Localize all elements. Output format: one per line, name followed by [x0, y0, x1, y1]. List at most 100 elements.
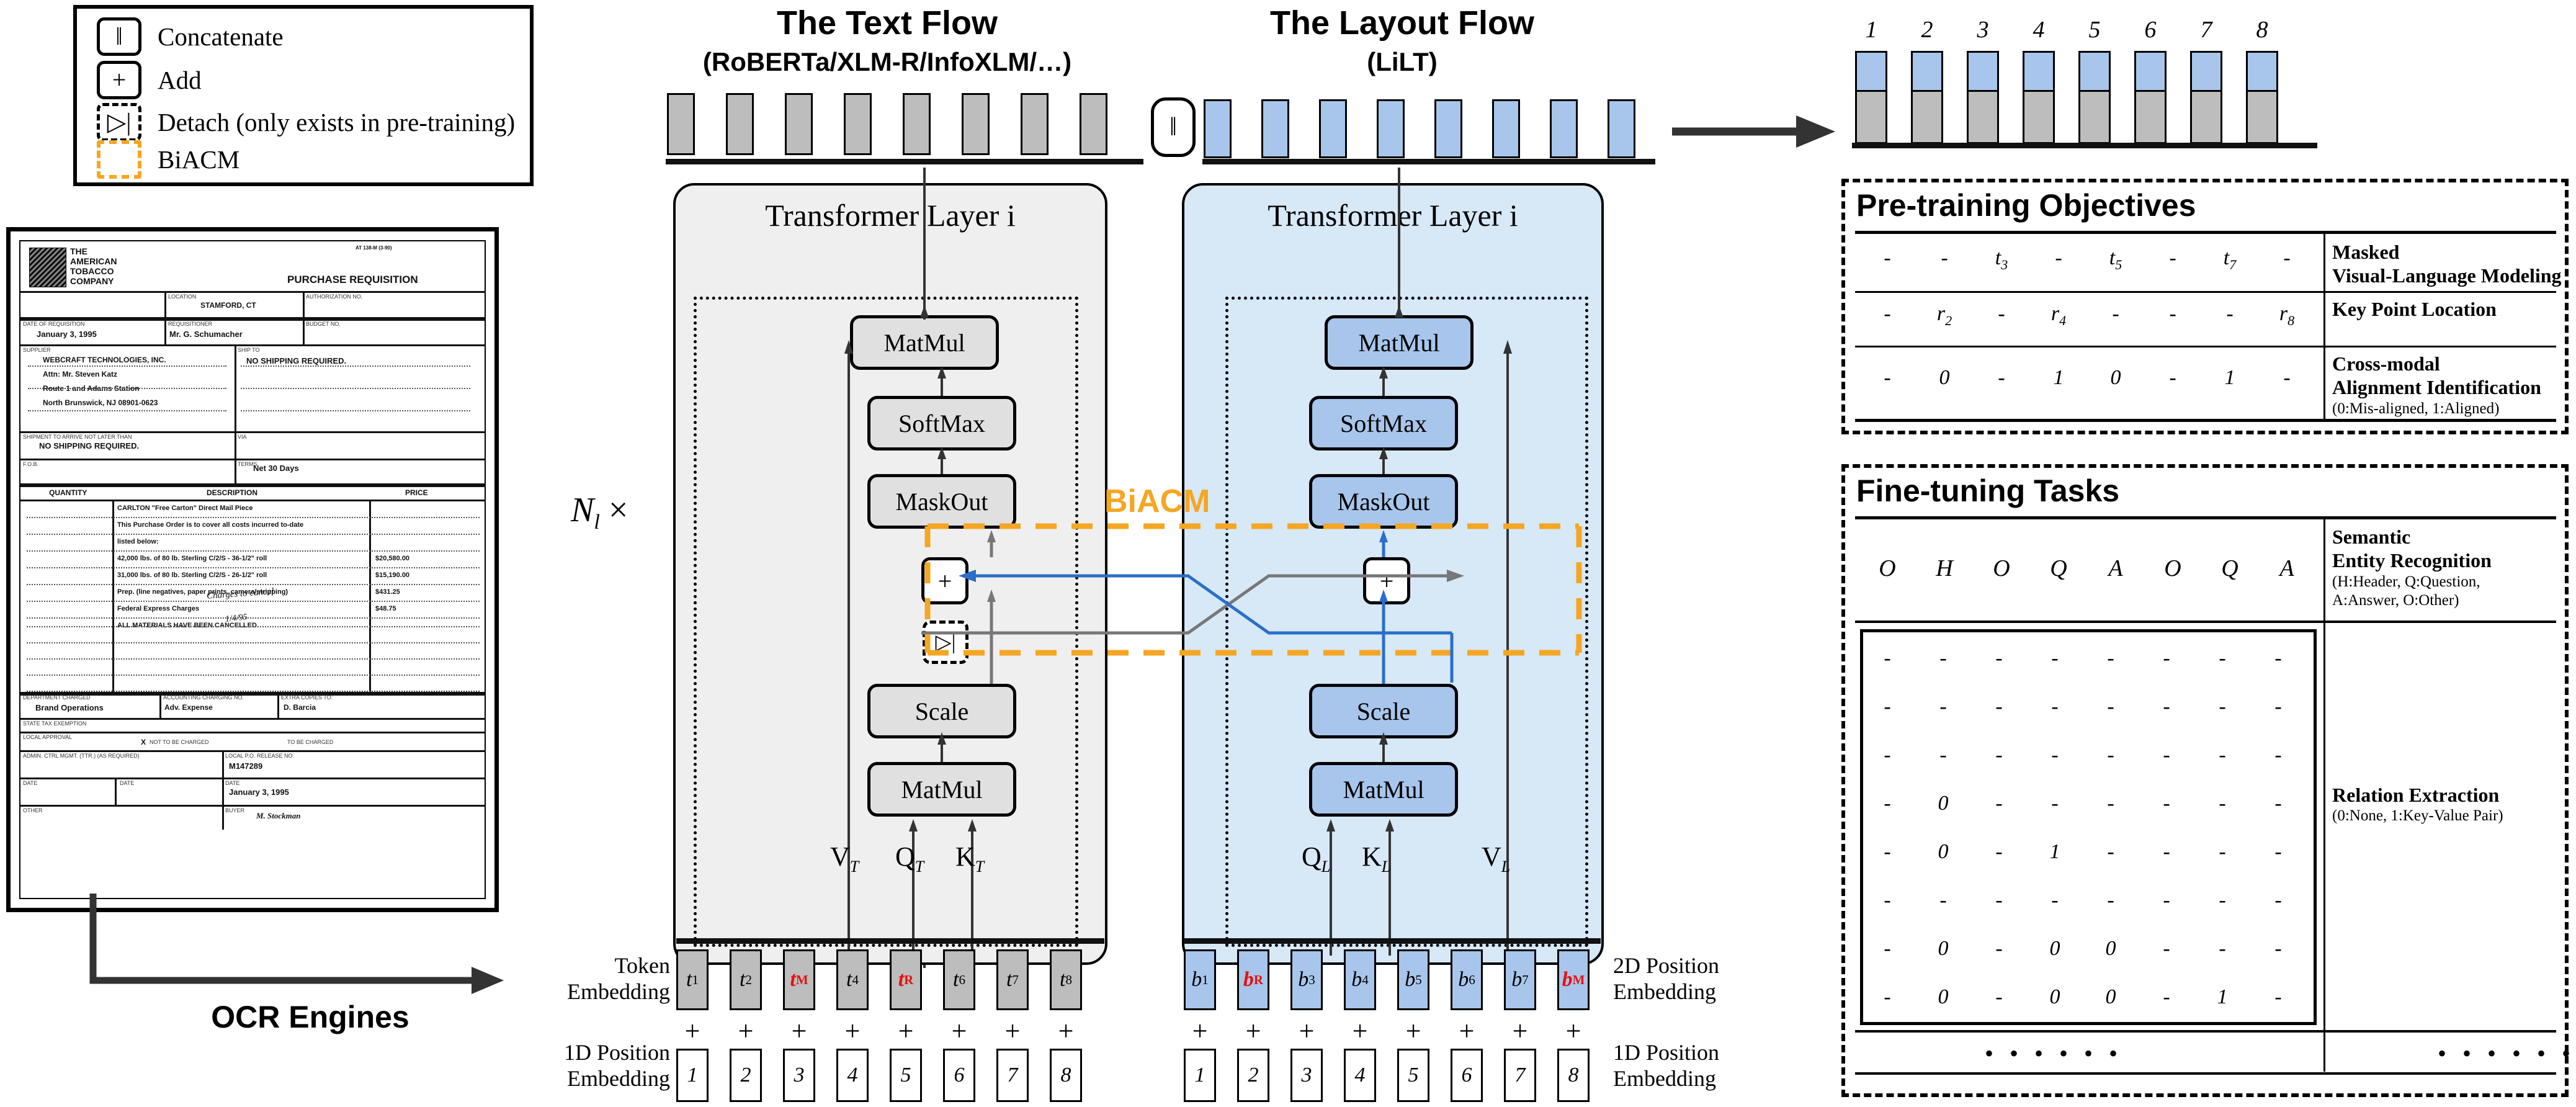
pretraining-cell: r8: [2279, 302, 2295, 328]
doc-dotted-rule: [27, 675, 480, 676]
doc-dotted-rule: [28, 388, 226, 389]
pretraining-cell: t3: [1995, 246, 2008, 272]
legend-row-0: ‖Concatenate: [97, 17, 284, 56]
pretraining-cell: -: [1884, 366, 1891, 389]
layout-layer-title: Transformer Layer i: [1268, 198, 1518, 233]
doc-line-item-desc: listed below:: [117, 538, 159, 545]
doc-dotted-rule: [27, 658, 480, 660]
doc-field-label: LOCAL APPROVAL: [23, 734, 73, 740]
output-bar-blue-segment: [1913, 53, 1941, 92]
layout-flow-connectors: [1326, 168, 1512, 968]
text-plus-glyph: +: [898, 1016, 914, 1046]
doc-line-item-price: $431.25: [375, 588, 400, 596]
doc-line-item-desc: ALL MATERIALS HAVE BEEN CANCELLED.: [117, 622, 259, 629]
doc-company-line: TOBACCO: [70, 266, 114, 276]
finetuning-ellipsis: • • • • • •: [2437, 1039, 2576, 1067]
pretraining-row-rule: [1855, 291, 2556, 293]
layout-plus-glyph: +: [1512, 1016, 1528, 1046]
layout-flow-subtitle: (LiLT): [1367, 47, 1438, 76]
layout-input-k: KL: [1362, 841, 1391, 876]
doc-field-label: TO BE CHARGED: [287, 739, 334, 745]
text-flow-output-token: [667, 93, 695, 155]
doc-rule: [20, 459, 486, 460]
flow-to-output-arrow: [1672, 115, 1835, 148]
pretraining-cell: -: [2283, 246, 2291, 269]
2d-position-embedding-label: 2D Position Embedding: [1613, 953, 1720, 1004]
text-plus-glyph: +: [1004, 1016, 1021, 1046]
layout-1d-position-embedding-label: 1D Position Embedding: [1613, 1040, 1720, 1091]
re-cell: 1: [2217, 985, 2228, 1008]
ser-cell: O: [1879, 555, 1896, 581]
re-cell: -: [2274, 792, 2282, 815]
doc-dotted-rule: [27, 626, 480, 627]
output-bar: [1967, 51, 1999, 144]
finetuning-table-divider: [2323, 516, 2325, 1072]
output-bar: [1911, 51, 1943, 144]
doc-line-item-desc: This Purchase Order is to cover all cost…: [117, 521, 304, 529]
re-cell: -: [2051, 647, 2059, 670]
doc-field-label: BUYER: [225, 807, 245, 813]
re-cell: -: [1939, 647, 1947, 670]
doc-rule: [222, 750, 224, 778]
concat-glyph: ‖: [1169, 113, 1177, 141]
finetuning-tasks-panel: [1841, 464, 2569, 1097]
text-embedding-baseline: [676, 938, 1104, 944]
text-position-cell: 6: [943, 1049, 975, 1102]
biacm-icon: [97, 140, 141, 179]
doc-supplier-line: North Brunswick, NJ 08901-0623: [43, 398, 158, 407]
text-flow-output-token: [1080, 93, 1107, 155]
doc-acct-value: Adv. Expense: [164, 703, 213, 712]
doc-dotted-rule: [27, 567, 480, 568]
doc-shipto-value: NO SHIPPING REQUIRED.: [246, 356, 347, 365]
layout-flow-output-token: [1608, 99, 1635, 158]
pretraining-objective-sublabel: (0:Mis-aligned, 1:Aligned): [2332, 400, 2500, 417]
layout-flow-output-baseline: [1202, 159, 1655, 164]
doc-dotted-rule: [27, 691, 480, 692]
output-bar-index: 5: [2088, 17, 2101, 43]
doc-dept-value: Brand Operations: [35, 703, 104, 712]
doc-field-label: ACCOUNTING CHARGING NO.: [163, 694, 244, 701]
text-flow-output-baseline: [666, 159, 1143, 164]
tobacco-company-logo: [29, 248, 66, 287]
re-cell: 0: [2105, 937, 2116, 960]
layout-plus-glyph: +: [1245, 1016, 1261, 1046]
doc-field-label: AUTHORIZATION NO.: [306, 294, 363, 300]
doc-field-label: DEPARTMENT CHARGED: [23, 694, 91, 701]
biacm-label: BiACM: [1104, 483, 1210, 519]
text-flow-output-token: [726, 93, 754, 155]
doc-field-label: LOCATION: [168, 294, 197, 300]
doc-field-label: SUPPLIER: [23, 347, 51, 353]
ser-cell: Q: [2050, 555, 2067, 581]
re-cell: -: [1884, 889, 1891, 912]
legend-label-1: Add: [158, 66, 202, 94]
layout-op-matmul-bottom: MatMul: [1309, 762, 1458, 817]
doc-field-label: STATE TAX EXEMPTION: [23, 720, 87, 727]
doc-rule: [20, 291, 486, 293]
re-cell: -: [1995, 743, 2003, 766]
layout-plus-glyph: +: [1299, 1016, 1315, 1046]
re-cell: -: [2219, 792, 2226, 815]
text-layer-title: Transformer Layer i: [765, 198, 1016, 233]
re-cell: -: [2107, 792, 2114, 815]
text-1d-position-embedding-label: 1D Position Embedding: [563, 1040, 670, 1091]
re-cell: -: [2163, 792, 2170, 815]
text-op-scale: Scale: [867, 684, 1016, 738]
doc-shipment-value: NO SHIPPING REQUIRED.: [39, 441, 140, 450]
re-cell: -: [2107, 889, 2114, 912]
repeat-label: Nl ×: [571, 491, 628, 534]
text-plus-row: ++++++++: [676, 1015, 1104, 1047]
output-bar-blue-segment: [1857, 53, 1885, 92]
re-cell: -: [2163, 937, 2170, 960]
pretraining-cell: -: [1998, 366, 2005, 389]
text-position-cell: 2: [730, 1049, 762, 1102]
doc-rule: [164, 317, 166, 344]
